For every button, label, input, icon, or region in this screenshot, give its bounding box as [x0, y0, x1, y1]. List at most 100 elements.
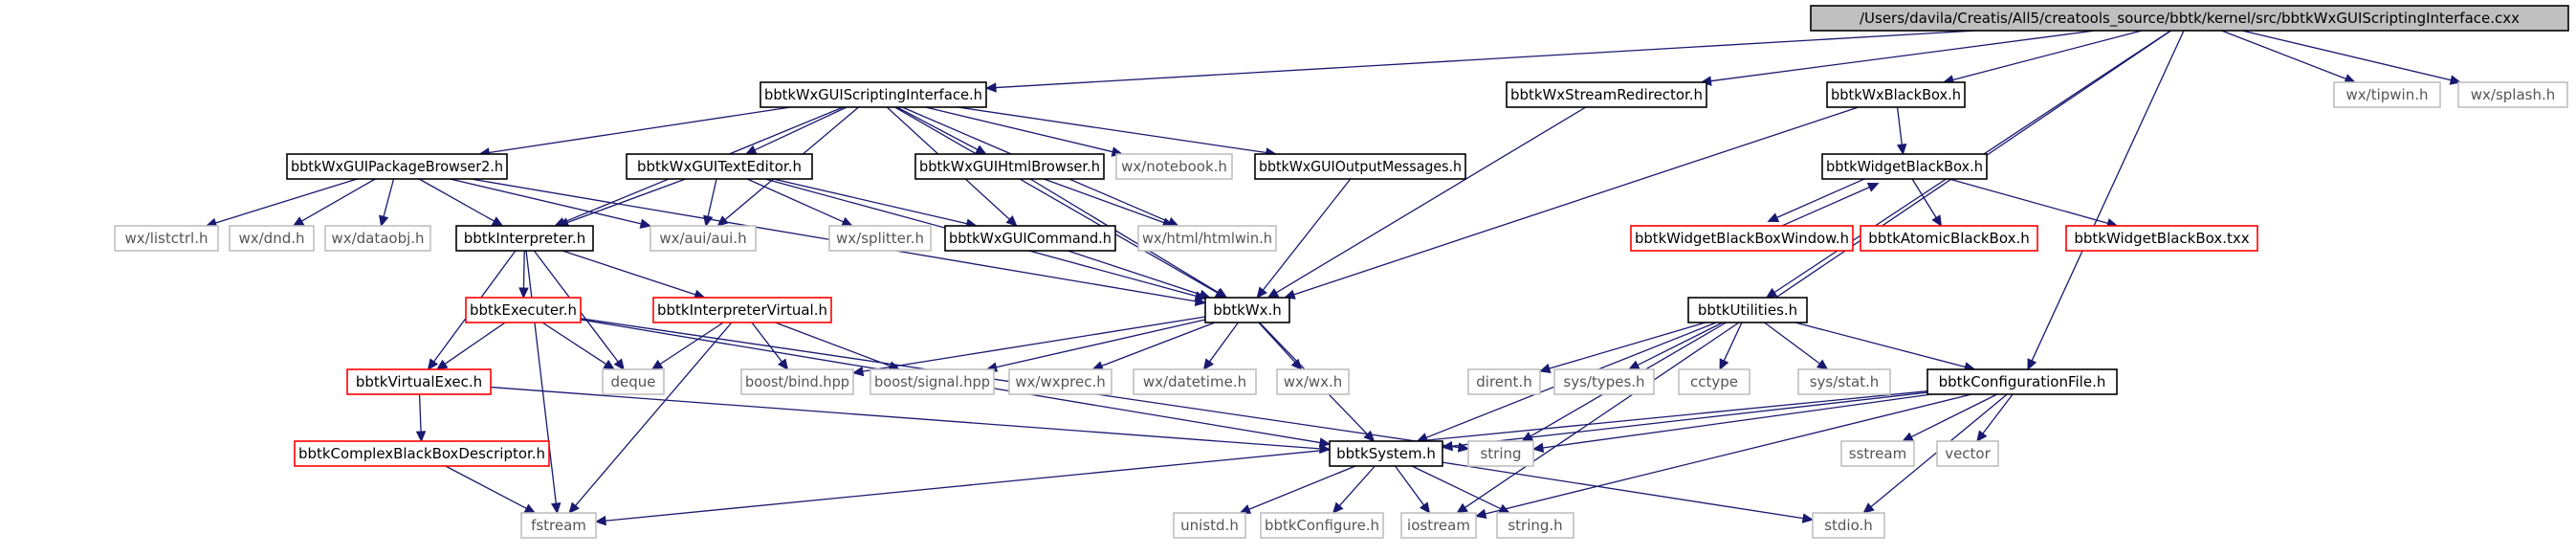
edge-texteditor-to-auih	[703, 178, 717, 228]
edge-arrowhead	[777, 358, 789, 370]
edge-line	[1395, 465, 1425, 506]
edge-arrowhead	[2027, 358, 2037, 371]
node-bind: boost/bind.hpp	[740, 368, 854, 395]
edge-arrowhead	[1627, 360, 1640, 370]
edge-line	[751, 322, 782, 363]
edge-line	[773, 178, 968, 225]
edge-scripting-to-notebook	[925, 106, 1124, 157]
edge-arrowhead	[518, 287, 529, 300]
edge-line	[2241, 30, 2452, 81]
node-widgetbbwin[interactable]: bbtkWidgetBlackBoxWindow.h	[1630, 225, 1854, 252]
node-notebook: wx/notebook.h	[1115, 153, 1233, 180]
node-box	[229, 225, 315, 252]
node-box	[465, 297, 582, 323]
edge-line	[754, 106, 848, 151]
node-bbtksystem[interactable]: bbtkSystem.h	[1329, 440, 1443, 467]
node-box	[650, 225, 757, 252]
node-widgetbbtxx[interactable]: bbtkWidgetBlackBox.txx	[2065, 225, 2258, 252]
node-box	[286, 153, 508, 180]
edge-arrowhead	[1801, 513, 1815, 523]
node-redirector[interactable]: bbtkWxStreamRedirector.h	[1506, 81, 1707, 108]
edge-line	[896, 106, 979, 150]
edge-arrowhead	[841, 216, 853, 227]
node-utilities[interactable]: bbtkUtilities.h	[1687, 297, 1808, 323]
node-box	[652, 297, 832, 323]
edge-line	[1896, 106, 1903, 145]
edge-line	[1044, 178, 1165, 224]
node-box	[1329, 440, 1443, 467]
node-fstream: fstream	[520, 512, 597, 539]
edge-line	[1485, 393, 1972, 515]
edge-arrowhead	[292, 216, 305, 227]
node-texteditor[interactable]: bbtkWxGUITextEditor.h	[626, 153, 813, 180]
node-label: wx/listctrl.h	[125, 230, 209, 247]
node-widgetbb[interactable]: bbtkWidgetBlackBox.h	[1821, 153, 1988, 180]
node-virtualexec[interactable]: bbtkVirtualExec.h	[346, 368, 492, 395]
edge-outputmsg-to-bbtkwx	[1256, 178, 1352, 299]
node-guicommand[interactable]: bbtkWxGUICommand.h	[944, 225, 1116, 252]
node-box	[1260, 512, 1384, 539]
edge-arrowhead	[1816, 359, 1829, 370]
edge-line	[1982, 393, 2014, 434]
node-outputmsg[interactable]: bbtkWxGUIOutputMessages.h	[1254, 153, 1466, 180]
node-label: wx/dnd.h	[238, 230, 304, 247]
node-pkgbrowser[interactable]: bbtkWxGUIPackageBrowser2.h	[286, 153, 508, 180]
edge-line	[775, 322, 891, 367]
edge-line	[2031, 30, 2185, 362]
edge-utilities-to-sysstat	[1764, 322, 1829, 370]
edge-line	[1772, 187, 1870, 232]
node-htmlwin: wx/html/htmlwin.h	[1137, 225, 1277, 252]
edge-line	[490, 386, 1321, 450]
node-label: string.h	[1508, 517, 1562, 534]
edge-line	[1549, 322, 1706, 369]
edge-line	[1952, 30, 2143, 81]
edge-arrowhead	[703, 214, 714, 228]
node-executer[interactable]: bbtkExecuter.h	[465, 297, 582, 323]
node-interpvirtual[interactable]: bbtkInterpreterVirtual.h	[652, 297, 832, 323]
edge-line	[2221, 30, 2346, 79]
node-root[interactable]: /Users/davila/Creatis/All5/creatools_sou…	[1810, 5, 2569, 32]
node-interpreter[interactable]: bbtkInterpreter.h	[455, 225, 594, 252]
edge-line	[605, 390, 1928, 522]
edge-bbtkwx-to-signal	[985, 319, 1206, 372]
node-listctrl: wx/listctrl.h	[114, 225, 219, 252]
node-scripting[interactable]: bbtkWxGUIScriptingInterface.h	[760, 81, 987, 108]
node-label: iostream	[1407, 517, 1470, 534]
node-label: dirent.h	[1476, 373, 1531, 390]
edge-widgetbb-to-atomicbb	[1911, 178, 1943, 228]
node-box	[1826, 81, 1966, 108]
node-bbtkwx[interactable]: bbtkWx.h	[1204, 297, 1290, 323]
node-label: bbtkVirtualExec.h	[356, 373, 482, 390]
edge-line	[566, 178, 686, 224]
edge-arrowhead	[1005, 215, 1018, 227]
edge-executer-to-virtualexec	[435, 322, 506, 370]
node-atomicbb[interactable]: bbtkAtomicBlackBox.h	[1860, 225, 2038, 252]
node-configfile[interactable]: bbtkConfigurationFile.h	[1926, 368, 2118, 395]
node-htmlbrowser[interactable]: bbtkWxGUIHtmlBrowser.h	[914, 153, 1105, 180]
node-systypes: sys/types.h	[1553, 368, 1655, 395]
node-box	[1860, 225, 2038, 252]
node-box	[1008, 368, 1112, 395]
edge-arrowhead	[744, 145, 758, 155]
node-label: wx/datetime.h	[1143, 373, 1246, 390]
node-unistd: unistd.h	[1173, 512, 1246, 539]
node-box	[1797, 368, 1891, 395]
edge-arrowhead	[1767, 212, 1780, 223]
edge-widgetbb-to-widgetbbtxx	[1949, 178, 2119, 229]
node-label: stdio.h	[1824, 517, 1873, 534]
node-bbtkconfigure: bbtkConfigure.h	[1260, 512, 1384, 539]
node-complexbb[interactable]: bbtkComplexBlackBoxDescriptor.h	[294, 440, 550, 467]
node-dirent: dirent.h	[1467, 368, 1541, 395]
node-dnd: wx/dnd.h	[229, 225, 315, 252]
node-box	[760, 81, 987, 108]
edge-bbtksystem-to-iostream	[1395, 465, 1431, 514]
edge-arrowhead	[1538, 363, 1552, 374]
edge-line	[1338, 465, 1376, 506]
node-wxblackbox[interactable]: bbtkWxBlackBox.h	[1826, 81, 1966, 108]
node-box	[1133, 368, 1257, 395]
node-box	[828, 225, 932, 252]
node-label: wx/wxprec.h	[1015, 373, 1105, 390]
node-label: wx/aui/aui.h	[659, 230, 746, 247]
edge-executer-to-deque	[541, 322, 616, 370]
edge-bbtkwx-to-wxprec	[1091, 322, 1216, 371]
